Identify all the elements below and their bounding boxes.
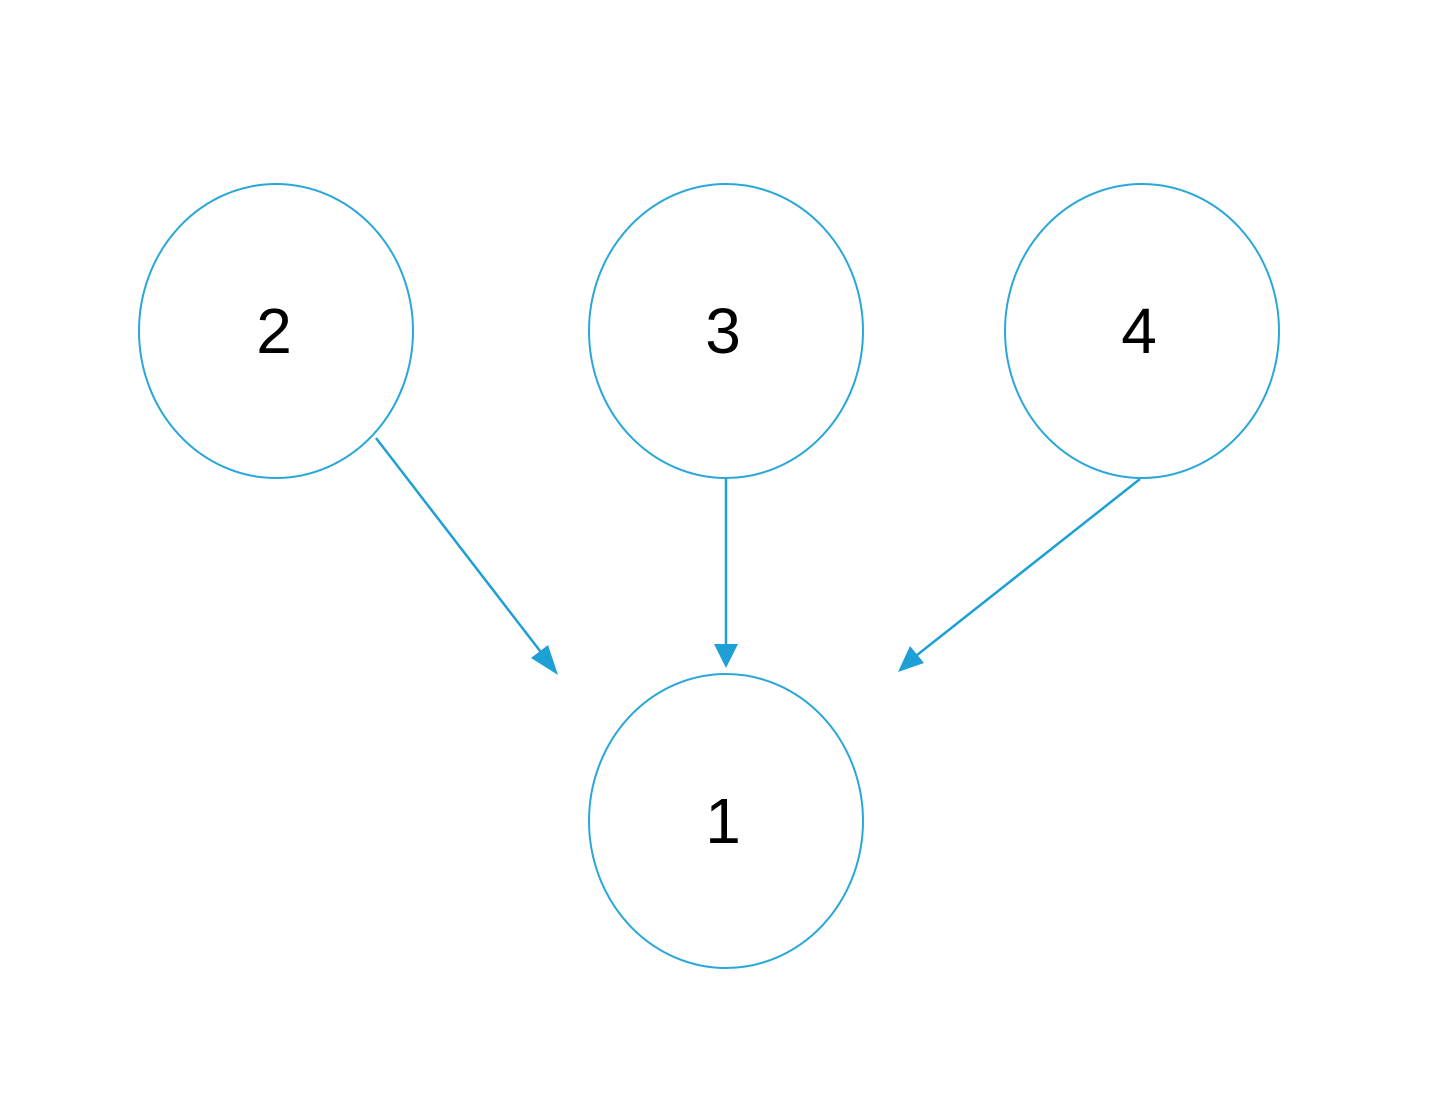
node-3-label: 3	[705, 295, 741, 367]
node-3-circle	[588, 183, 864, 479]
edge-4-to-1	[911, 478, 1141, 660]
edge-2-to-1	[375, 437, 548, 661]
arrowhead-4-to-1	[898, 646, 924, 672]
edges	[375, 437, 1141, 675]
node-4-label: 4	[1121, 295, 1157, 367]
arrowhead-3-to-1	[714, 644, 738, 668]
node-4[interactable]: 4	[1004, 183, 1280, 479]
node-2-circle	[138, 183, 414, 479]
node-1[interactable]: 1	[588, 673, 864, 969]
node-2[interactable]: 2	[138, 183, 414, 479]
node-1-label: 1	[705, 785, 741, 857]
node-2-label: 2	[256, 295, 292, 367]
node-3[interactable]: 3	[588, 183, 864, 479]
arrowhead-2-to-1	[531, 645, 558, 675]
node-1-circle	[588, 673, 864, 969]
node-4-circle	[1004, 183, 1280, 479]
